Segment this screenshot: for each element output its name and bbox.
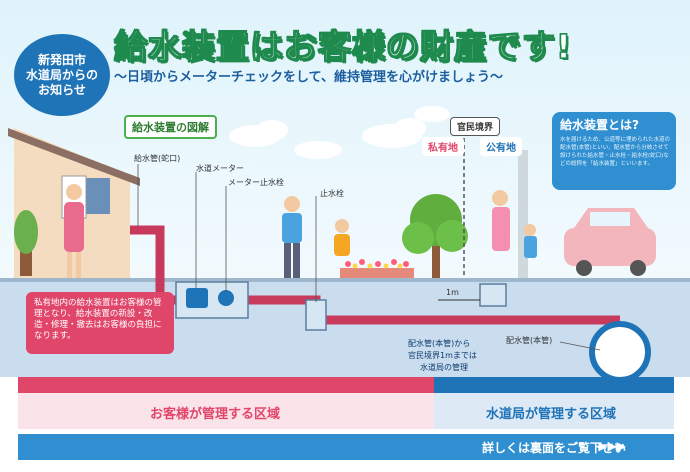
badge-line-1: 新発田市 [37,52,86,67]
label-meter-valve: メーター止水栓 [228,178,284,187]
house-roof [8,128,140,186]
customer-zone-label: お客様が管理する区域 [150,407,281,422]
footer-text: 詳しくは裏面をご覧下さい [481,441,626,455]
customer-note: 私有地内の給水装置はお客様の管理となり、給水装置の新設・改造・修理・撤去はお客様… [26,292,174,354]
arrow-icon: ▶▶▶ [598,439,626,453]
info-body: 水を届けるため、公道等に埋められた水道の配水管(本管)といい、配水管から分岐させ… [560,137,671,167]
label-main-pipe: 配水管(本管) [506,336,553,345]
info-box: 給水装置とは? 水を届けるため、公道等に埋められた水道の配水管(本管)といい、配… [552,112,676,190]
diagram-label: 給水装置の図解 [124,115,217,139]
info-heading: 給水装置とは? [560,118,639,132]
customer-zone-bar [18,377,434,393]
water-meter [186,288,208,308]
label-meter: 水道メーター [196,164,244,173]
label-faucet: 給水管(蛇口) [134,154,181,163]
label-main-note-3: 水道局の管理 [420,363,468,372]
label-distance: 1m [446,288,459,297]
clouds [0,0,690,300]
customer-zone-area [18,393,434,429]
public-land-label: 公有地 [480,137,522,156]
badge-line-2: 水道局からの [25,67,98,82]
label-main-note-2: 官民境界1mまでは [408,351,477,360]
scene-illustration [0,128,690,383]
private-land-label: 私有地 [422,137,464,156]
page-subtitle: 〜日頃からメーターチェックをして、維持管理を心がけましょう〜 [114,70,503,85]
utility-zone-bar [434,377,674,393]
house-window [86,178,110,214]
label-main-note-1: 配水管(本管)から [408,339,471,348]
main-pipe [589,321,651,383]
utility-zone-label: 水道局が管理する区域 [486,407,617,422]
badge-line-3: お知らせ [38,82,86,97]
label-stop-valve: 止水栓 [320,189,344,198]
page-title: 給水装置はお客様の財産です! [113,26,573,66]
utility-zone-area [434,393,674,429]
stop-valve-box [305,299,327,331]
footer-bar[interactable]: 詳しくは裏面をご覧下さい ▶▶▶ [18,434,674,460]
notice-badge: 新発田市 水道局からの お知らせ [14,34,110,116]
boundary-label: 官民境界 [450,117,501,136]
meter-valve [218,290,234,306]
